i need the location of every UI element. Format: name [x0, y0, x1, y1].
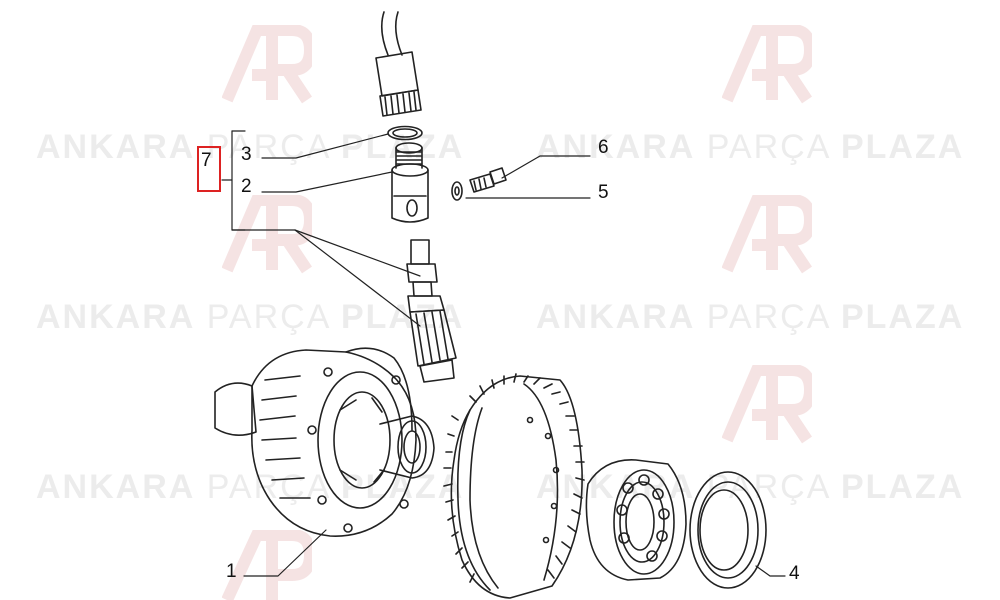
watermark-text: ANKARA PARÇA PLAZA: [536, 298, 965, 336]
watermark-logo-icon: [722, 25, 812, 104]
watermark-text: ANKARA PARÇA PLAZA: [536, 128, 965, 166]
callout-2: 2: [241, 176, 252, 197]
watermark-logo-icon: [722, 365, 812, 444]
watermark-logo-icon: [222, 25, 312, 104]
oil-seal: [689, 471, 767, 589]
kit-highlight-box[interactable]: [197, 146, 221, 192]
leader-lines: [221, 130, 786, 577]
pinion-sleeve: [391, 142, 429, 223]
ring-gear: [443, 373, 585, 599]
speedometer-cable: [375, 11, 422, 117]
differential-housing: [214, 347, 435, 537]
watermark-logo-icon: [222, 195, 312, 274]
watermark-text: ANKARA PARÇA PLAZA: [36, 468, 465, 506]
watermark-text: ANKARA PARÇA PLAZA: [536, 468, 965, 506]
watermark-logo-icon: [222, 530, 312, 600]
watermark-logo-icon: [722, 195, 812, 274]
callout-4: 4: [789, 563, 800, 584]
washer-and-screw: [451, 167, 507, 201]
callout-6: 6: [598, 137, 609, 158]
callout-1: 1: [226, 561, 237, 582]
bearing: [585, 459, 687, 581]
callout-7: 7: [201, 150, 212, 171]
callout-3: 3: [241, 144, 252, 165]
callout-5: 5: [598, 182, 609, 203]
o-ring: [387, 125, 423, 141]
drive-pinion: [406, 239, 457, 383]
